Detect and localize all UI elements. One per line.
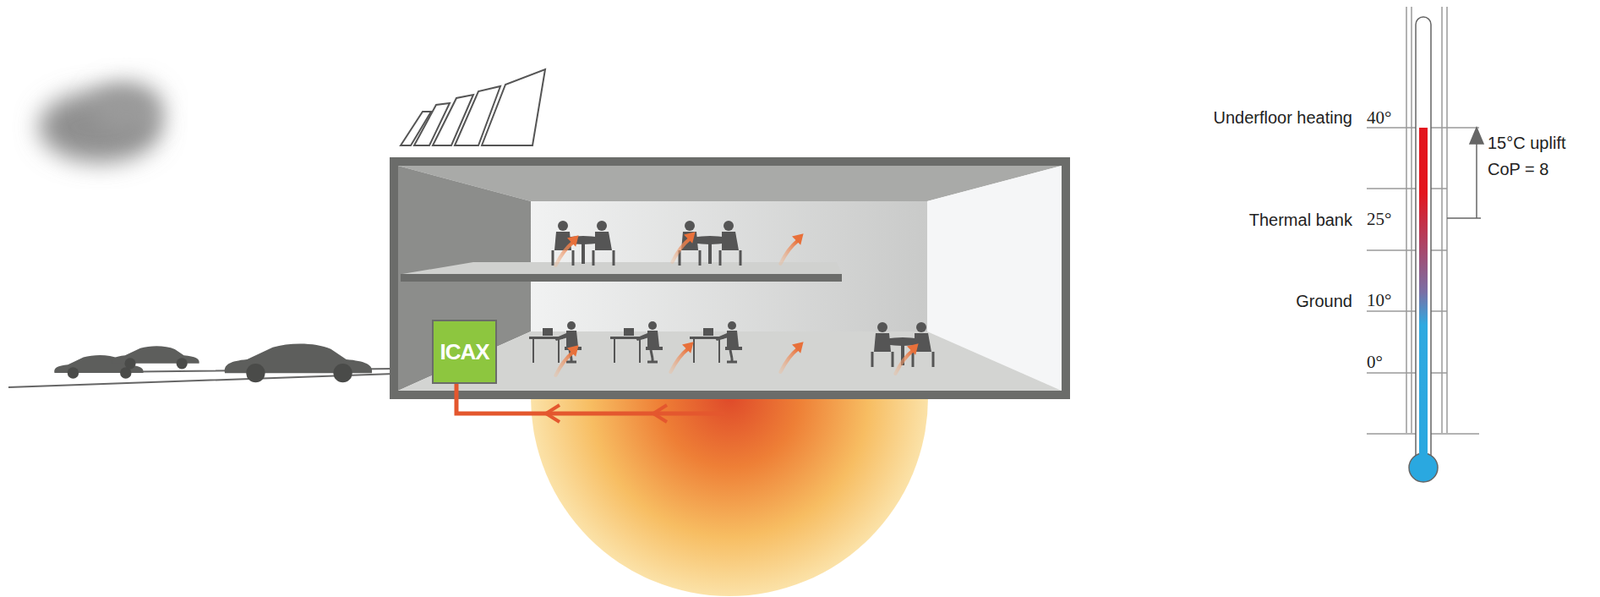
temperature-mark: 10° xyxy=(1365,290,1393,310)
logo-text: ICAX xyxy=(439,338,489,366)
cop-note: CoP = 8 xyxy=(1485,159,1551,179)
parking xyxy=(8,343,394,388)
heat-pipe xyxy=(456,383,725,422)
solar-panels xyxy=(400,69,546,146)
level-name: Underfloor heating xyxy=(1211,108,1355,127)
temperature-mark: 25° xyxy=(1365,209,1393,229)
heat-arrows xyxy=(555,231,918,376)
heat-pump-unit: ICAX xyxy=(431,319,497,384)
building xyxy=(393,161,1066,395)
temperature-mark: 40° xyxy=(1365,108,1393,127)
temperature-mark: 0° xyxy=(1365,352,1385,372)
thermometer xyxy=(1366,6,1480,482)
cloud xyxy=(38,82,163,163)
occupants xyxy=(529,220,934,367)
level-name: Ground xyxy=(1294,291,1355,311)
uplift-note: 15°C uplift xyxy=(1485,133,1568,153)
level-name: Thermal bank xyxy=(1247,210,1355,230)
uplift-bracket xyxy=(1447,127,1484,219)
